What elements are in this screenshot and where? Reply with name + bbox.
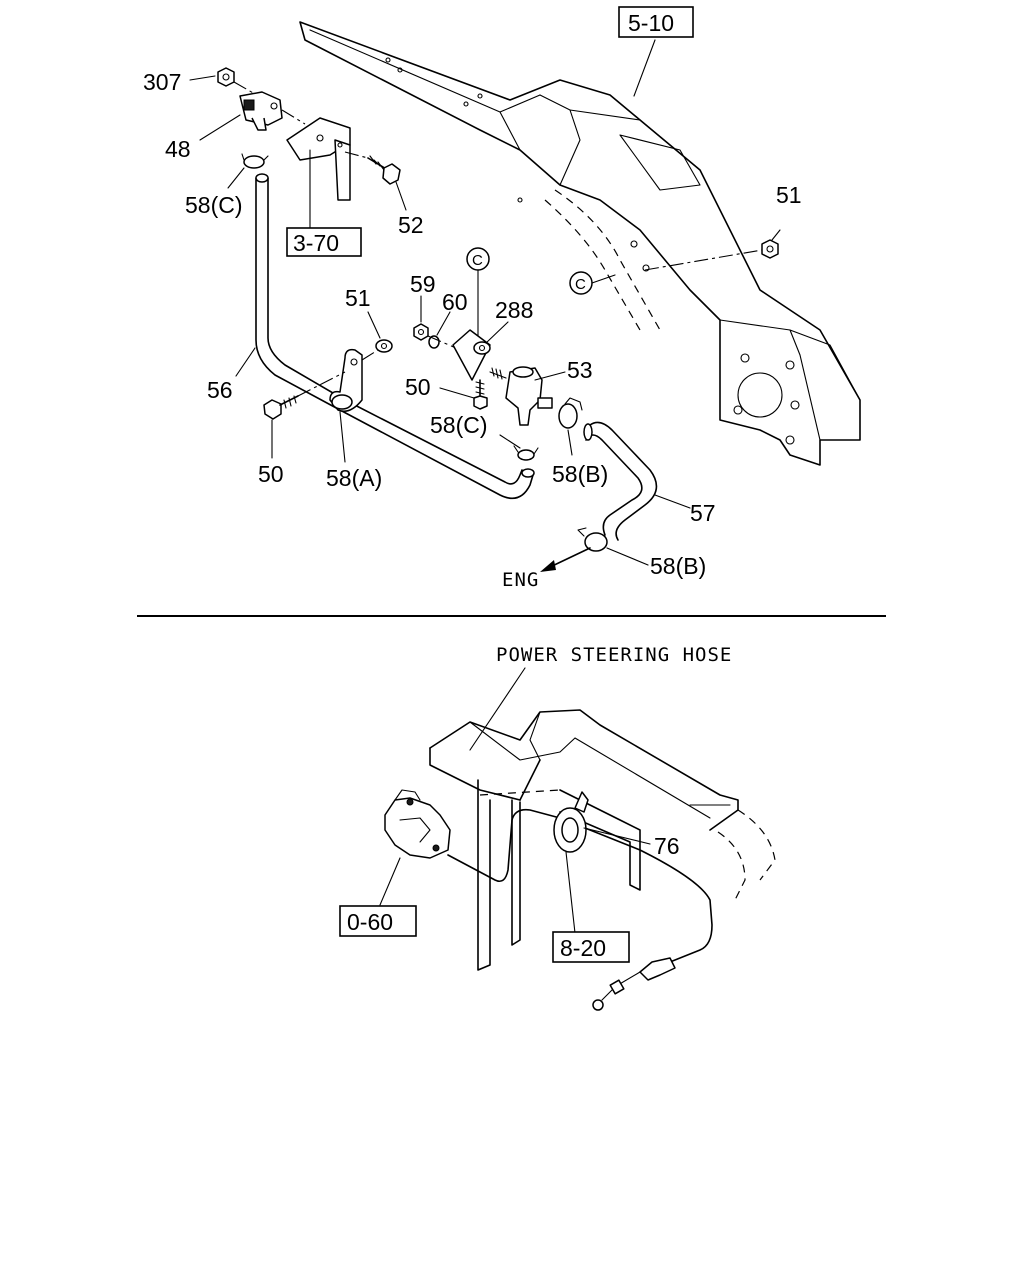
hose-clamp-58b-mid xyxy=(558,397,583,429)
nut-51-right xyxy=(761,239,779,259)
engine-direction-label: ENG xyxy=(502,569,539,591)
svg-text:C: C xyxy=(575,276,586,293)
callout-60: 60 xyxy=(442,289,468,315)
ref-box-clip-label: 8-20 xyxy=(560,935,606,961)
callout-52: 52 xyxy=(398,212,424,238)
callout-marker-c-top: C xyxy=(466,247,490,271)
vacuum-hose-56 xyxy=(255,173,535,500)
ref-box-pump-label: 0-60 xyxy=(347,909,393,935)
vehicle-frame-section xyxy=(429,709,739,971)
washer-60 xyxy=(428,335,440,349)
callout-58c-top: 58(C) xyxy=(185,192,243,218)
hose-clip-76 xyxy=(553,791,589,853)
vacuum-hose-57 xyxy=(583,421,658,541)
callout-51-mid: 51 xyxy=(345,285,371,311)
ref-box-bracket-label: 3-70 xyxy=(293,230,339,256)
bolt-50-mid xyxy=(473,379,488,410)
callout-50-left: 50 xyxy=(258,461,284,487)
ref-box-bracket[interactable] xyxy=(286,227,362,257)
vacuum-pump-0-60 xyxy=(384,789,451,859)
callout-marker-c-right: C xyxy=(569,271,593,295)
hose-clamp-58c-top xyxy=(241,153,269,169)
hose-clamp-58b-low xyxy=(577,527,608,552)
callout-58b-mid: 58(B) xyxy=(552,461,608,487)
callout-58a: 58(A) xyxy=(326,465,382,491)
tee-joint-53 xyxy=(489,366,553,426)
nut-307 xyxy=(217,67,235,87)
callout-307: 307 xyxy=(143,69,181,95)
ref-box-frame-label: 5-10 xyxy=(628,10,674,36)
vacuum-hose-routing xyxy=(447,808,713,963)
callout-59: 59 xyxy=(410,271,436,297)
hose-clamp-58c-mid xyxy=(513,445,539,461)
callout-58c-mid: 58(C) xyxy=(430,412,488,438)
power-steering-hose-label: POWER STEERING HOSE xyxy=(496,644,732,666)
ref-box-frame[interactable] xyxy=(618,6,694,38)
callout-58b-low: 58(B) xyxy=(650,553,706,579)
callout-57: 57 xyxy=(690,500,716,526)
washer-51-mid xyxy=(375,339,393,353)
bolt-52 xyxy=(367,155,401,185)
nut-59 xyxy=(413,323,429,341)
vacuum-sensor-48 xyxy=(239,91,283,131)
bracket-288 xyxy=(452,329,491,381)
svg-text:C: C xyxy=(472,252,483,269)
callout-53: 53 xyxy=(567,357,593,383)
cable-end-fitting xyxy=(592,957,676,1011)
callout-48: 48 xyxy=(165,136,191,162)
ref-box-clip[interactable] xyxy=(552,931,630,963)
engine-direction-arrow xyxy=(540,547,591,572)
callout-288: 288 xyxy=(495,297,533,323)
callout-51-right: 51 xyxy=(776,182,802,208)
bracket-3-70 xyxy=(286,117,351,201)
callout-76: 76 xyxy=(654,833,680,859)
hose-clamp-58a xyxy=(329,348,363,412)
callout-56: 56 xyxy=(207,377,233,403)
ref-box-pump[interactable] xyxy=(339,905,417,937)
bolt-50-left xyxy=(263,395,299,420)
callout-50-mid: 50 xyxy=(405,374,431,400)
chassis-frame-rail xyxy=(299,21,861,466)
